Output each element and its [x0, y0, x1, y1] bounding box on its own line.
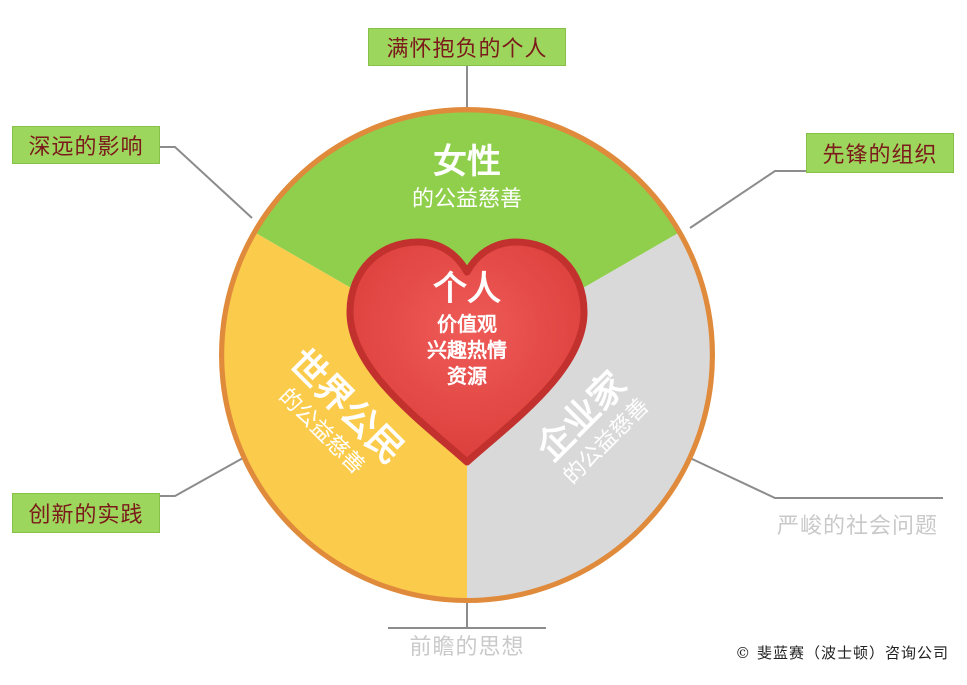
connector-lines — [160, 65, 943, 629]
segment-women-subtitle: 的公益慈善 — [412, 187, 522, 212]
heart-line: 资源 — [447, 364, 487, 388]
heart-icon — [346, 238, 588, 466]
callout-bottom-right: 严峻的社会问题 — [776, 514, 938, 539]
heart-title: 个人 — [433, 269, 501, 309]
connector-bottom-left — [160, 457, 244, 497]
segment-women — [256, 112, 678, 355]
segment-women-title: 女性 — [433, 142, 501, 182]
copyright-text: © 斐蓝赛（波士顿）咨询公司 — [735, 644, 949, 662]
callout-top-right: 先锋的组织 — [806, 133, 954, 173]
connector-bottom-right — [689, 457, 943, 499]
callout-top: 满怀抱负的个人 — [368, 28, 566, 66]
callout-bottom-left: 创新的实践 — [12, 493, 160, 533]
callout-top-left: 深远的影响 — [12, 126, 160, 164]
callout-bottom: 前瞻的思想 — [409, 635, 525, 660]
heart-line: 兴趣热情 — [427, 338, 507, 362]
heart-line: 价值观 — [437, 312, 497, 336]
connector-top-left — [160, 146, 253, 219]
connector-top-right — [689, 170, 806, 229]
